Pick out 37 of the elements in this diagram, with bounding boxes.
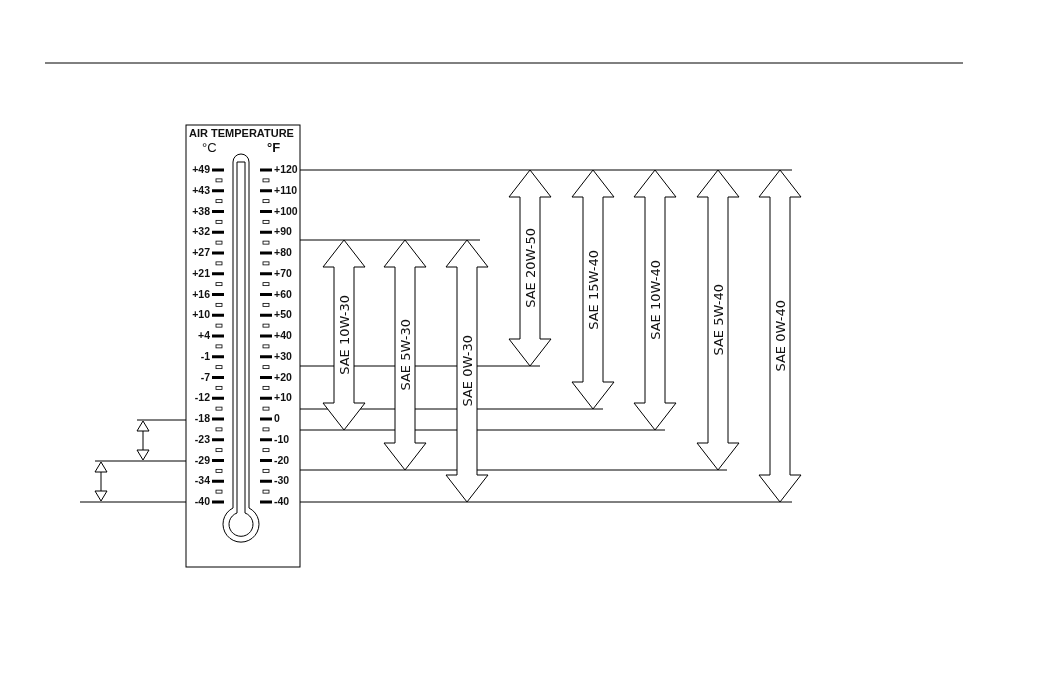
scale-number: +40 — [274, 330, 292, 341]
unit-label: °F — [267, 141, 281, 154]
scale-number: +10 — [274, 392, 292, 403]
scale-number: +90 — [274, 226, 292, 237]
scale-number: +70 — [274, 267, 292, 279]
scale-number: -1 — [200, 350, 210, 362]
scale-number: -30 — [274, 475, 290, 486]
scale-number: +10 — [192, 309, 210, 320]
scale-number: +120 — [274, 164, 298, 175]
scale-number: -40 — [274, 496, 290, 507]
unit-label: °C — [202, 141, 217, 154]
scale-number: -20 — [274, 454, 290, 465]
scale-number: +4 — [198, 330, 210, 341]
scale-number: +20 — [274, 371, 292, 382]
scale-number: -12 — [194, 392, 210, 403]
scale-number: -10 — [274, 433, 290, 445]
scale-number: +100 — [274, 205, 298, 216]
scale-number: +110 — [274, 184, 298, 196]
scale-number: +16 — [192, 288, 210, 299]
scale-number: +30 — [274, 350, 292, 362]
scale-title: AIR TEMPERATURE — [189, 128, 294, 139]
scale-number: +50 — [274, 309, 292, 320]
scale-number: -23 — [194, 433, 210, 445]
scale-number: +49 — [192, 164, 210, 175]
scale-number: +27 — [192, 247, 210, 258]
scale-number: -29 — [194, 454, 210, 465]
scale-number: +32 — [192, 226, 210, 237]
scale-number: +38 — [192, 205, 210, 216]
scale-number: -40 — [194, 496, 210, 507]
scale-number: 0 — [274, 413, 280, 424]
scale-number: +21 — [192, 267, 210, 279]
scale-number: -18 — [194, 413, 210, 424]
scale-number: +43 — [192, 184, 210, 196]
scale-number: +80 — [274, 247, 292, 258]
scale-number: -7 — [200, 371, 210, 382]
scale-number: +60 — [274, 288, 292, 299]
scale-number: -34 — [194, 475, 210, 486]
